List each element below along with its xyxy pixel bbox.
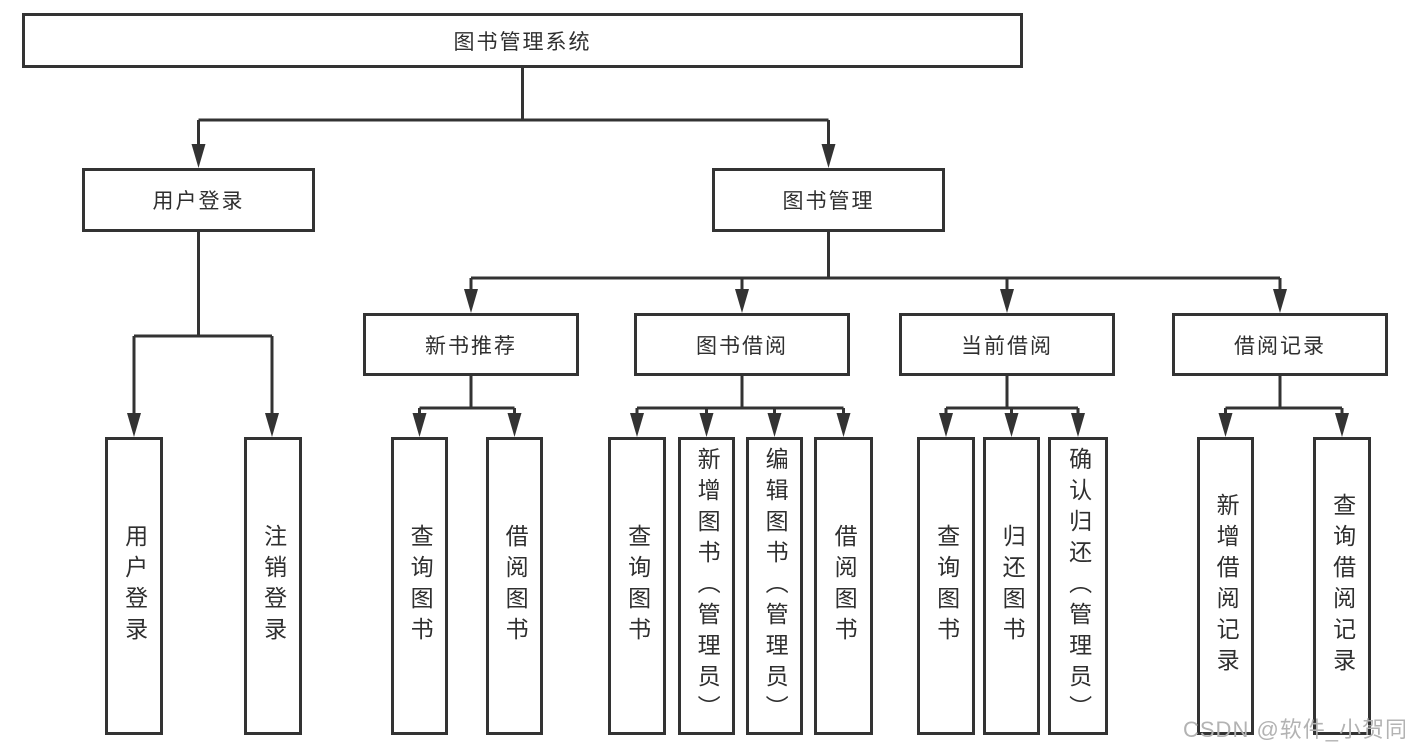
node-book-borrowing: 图书借阅 <box>634 313 850 376</box>
node-borrowing-records: 借阅记录 <box>1172 313 1388 376</box>
node-label: 图书管理系统 <box>453 30 592 54</box>
leaf-add-book-admin: 新增图书（管理员） <box>678 437 735 735</box>
leaf-return-books: 归还图书 <box>983 437 1040 735</box>
node-label: 借阅记录 <box>1234 334 1326 358</box>
leaf-query-books-3: 查询图书 <box>917 437 975 735</box>
leaf-add-borrow-record: 新增借阅记录 <box>1197 437 1254 735</box>
leaf-label: 注销登录 <box>260 524 287 648</box>
leaf-label: 确认归还（管理员） <box>1065 446 1092 726</box>
node-user-login: 用户登录 <box>82 168 315 232</box>
leaf-borrow-books-2: 借阅图书 <box>814 437 873 735</box>
leaf-label: 查询图书 <box>407 524 434 648</box>
leaf-label: 编辑图书（管理员） <box>762 446 789 726</box>
leaf-label: 借阅图书 <box>831 524 858 648</box>
leaf-edit-book-admin: 编辑图书（管理员） <box>746 437 803 735</box>
node-current-borrowing: 当前借阅 <box>899 313 1115 376</box>
node-library-management-system: 图书管理系统 <box>22 13 1023 68</box>
node-label: 图书管理 <box>782 190 875 213</box>
leaf-confirm-return-admin: 确认归还（管理员） <box>1048 437 1108 735</box>
node-new-book-recommendation: 新书推荐 <box>363 313 579 376</box>
leaf-query-borrow-record: 查询借阅记录 <box>1313 437 1371 735</box>
leaf-label: 归还图书 <box>999 524 1026 648</box>
leaf-label: 新增借阅记录 <box>1213 493 1240 679</box>
leaf-label: 新增图书（管理员） <box>694 446 721 726</box>
leaf-query-books-2: 查询图书 <box>608 437 666 735</box>
leaf-label: 用户登录 <box>121 524 148 648</box>
leaf-label: 借阅图书 <box>502 524 529 648</box>
node-label: 图书借阅 <box>696 334 788 358</box>
leaf-label: 查询图书 <box>933 524 960 648</box>
leaf-logout: 注销登录 <box>244 437 302 735</box>
leaf-user-login: 用户登录 <box>105 437 163 735</box>
node-book-management: 图书管理 <box>712 168 945 232</box>
node-label: 当前借阅 <box>961 334 1053 358</box>
leaf-label: 查询图书 <box>624 524 651 648</box>
leaf-query-books-1: 查询图书 <box>391 437 448 735</box>
watermark: CSDN @软件_小贺同学 <box>1183 717 1405 742</box>
leaf-label: 查询借阅记录 <box>1329 493 1356 679</box>
leaf-borrow-books-1: 借阅图书 <box>486 437 543 735</box>
node-label: 新书推荐 <box>425 334 517 358</box>
node-label: 用户登录 <box>152 190 245 213</box>
